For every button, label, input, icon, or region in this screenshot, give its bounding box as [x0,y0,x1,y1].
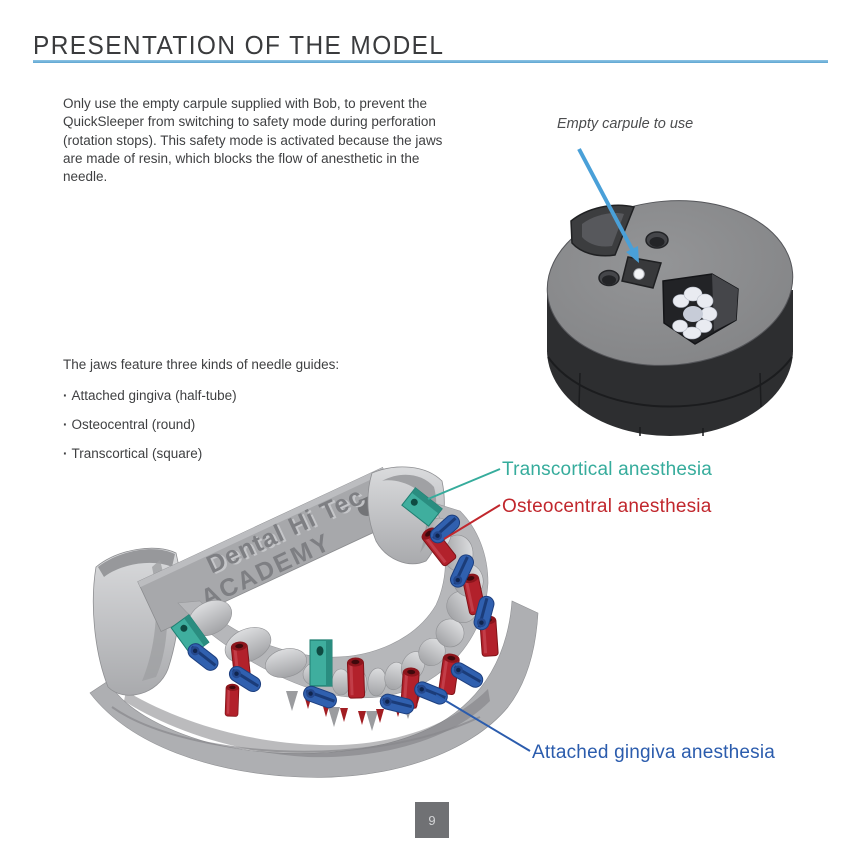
page-title: PRESENTATION OF THE MODEL [33,30,445,60]
callout-line-transcortical [427,468,501,500]
puck-hole-left [598,269,620,287]
label-osteocentral-anesthesia: Osteocentral anesthesia [502,496,712,517]
empty-carpule [633,268,645,280]
jaw-left-ramus [92,547,181,696]
engraving-line1: Dental Hi Tec [202,482,367,579]
label-transcortical-anesthesia: Transcortical anesthesia [502,459,713,480]
teeth-model [672,286,718,340]
callout-line-osteocentral [443,504,501,540]
attached-gingiva-guides [184,511,497,716]
jaw-right-ramus [367,466,445,565]
bullet-dot: · [63,446,68,461]
guide-bullet-transcortical: ·Transcortical (square) [63,446,203,461]
transcortical-guides [170,487,443,687]
jaw-gum-arch [177,502,489,699]
guide-bullet-attached-gingiva: ·Attached gingiva (half-tube) [63,388,237,403]
carpule-caption: Empty carpule to use [557,116,694,132]
puck-side [547,264,793,436]
puck-hole-right [645,231,669,249]
teeth-recess [662,273,739,345]
label-attached-gingiva-anesthesia: Attached gingiva anesthesia [532,742,776,763]
carpule-figure [546,148,794,436]
guide-bullet-osteocentral: ·Osteocentral (round) [63,417,196,432]
osteocentral-guides [224,524,499,717]
puck-triangle-slot [570,204,636,257]
intro-paragraph: Only use the empty carpule supplied with… [63,96,443,185]
guides-heading: The jaws feature three kinds of needle g… [63,357,340,372]
jaw-teeth [188,517,484,699]
puck-top-face [546,200,794,366]
callout-line-attached-gingiva [435,694,531,752]
carpule-arrow-icon [577,148,639,263]
title-underline [33,60,828,63]
bullet-dot: · [63,388,68,403]
jaw-name-bar: Dental Hi Tec Dental Hi Tec ACADEMY [137,467,407,633]
carpule-slot [621,256,662,289]
engraving-line2: ACADEMY [197,528,336,613]
tooth-roots [286,691,420,731]
bullet-dot: · [63,417,68,432]
jaw-base [89,600,539,778]
engraving-line1: Dental Hi Tec [205,483,370,580]
page-number-badge: 9 [415,802,449,838]
